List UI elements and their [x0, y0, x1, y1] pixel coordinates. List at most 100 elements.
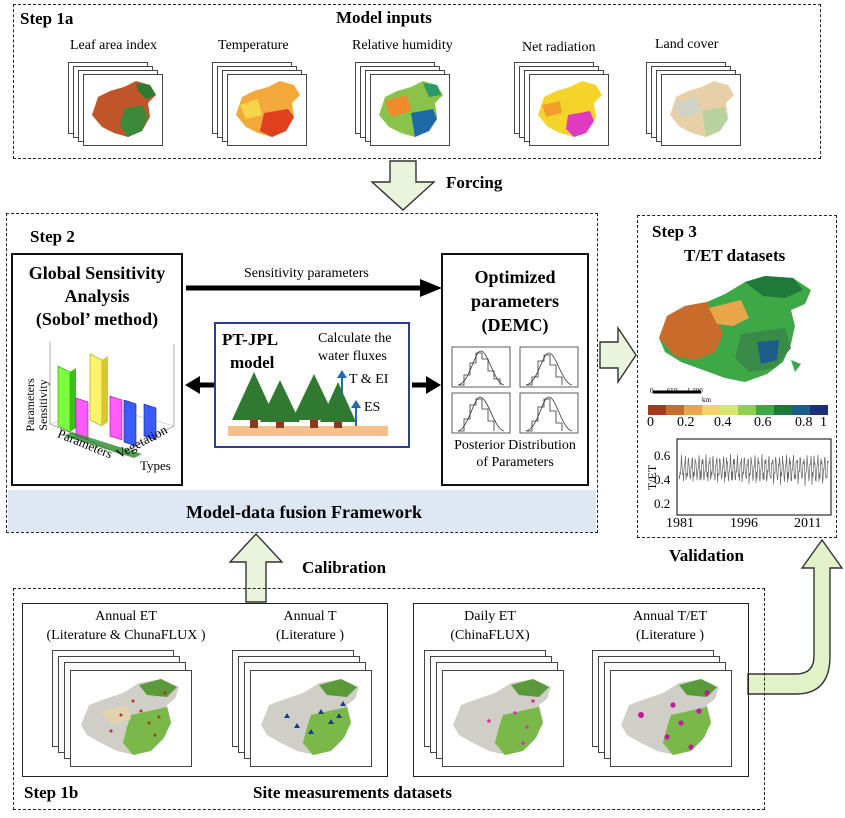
- input-stack-lai: [68, 62, 168, 146]
- sensitivity-parameters-label: Sensitivity parameters: [244, 266, 369, 281]
- tet-timeseries: [676, 438, 832, 516]
- posterior-label-2: of Parameters: [476, 455, 554, 470]
- dataset-annual-t-line1: Annual T: [283, 609, 337, 624]
- input-label-landcover: Land cover: [655, 37, 719, 52]
- step1a-panel: [13, 4, 821, 159]
- ts-ytick-06: 0.6: [654, 448, 671, 463]
- scale-unit: km: [702, 396, 711, 404]
- input-label-rn: Net radiation: [522, 40, 596, 55]
- gsa-title-1: Global Sensitivity: [28, 263, 166, 283]
- colorbar-tick-1: 1: [820, 415, 827, 430]
- framework-band: [8, 490, 596, 532]
- colorbar-tick-08: 0.8: [795, 415, 813, 430]
- ts-ytick-02: 0.2: [654, 496, 671, 511]
- ptjpl-title-1: PT-JPL: [222, 330, 279, 349]
- site-map-annual-tet: [621, 679, 719, 755]
- input-stack-rh: [355, 62, 455, 146]
- ptjpl-to-opt-arrow: [412, 376, 441, 394]
- ptjpl-es-label: ES: [364, 400, 381, 415]
- dataset-annual-tet-line1: Annual T/ET: [632, 609, 707, 624]
- gsa-title-3: (Sobol’ method): [35, 309, 159, 329]
- rh-map: [379, 81, 443, 137]
- posterior-distribution-histograms: [451, 346, 579, 434]
- ptjpl-to-gsa-arrow: [185, 376, 214, 394]
- ptjpl-desc-1: Calculate the: [318, 331, 392, 346]
- colorbar-tick-06: 0.6: [754, 415, 772, 430]
- step3-panel: [637, 215, 837, 538]
- site-map-annual-et: [81, 679, 179, 755]
- ptjpl-desc-2: water fluxes: [318, 349, 387, 364]
- ptjpl-trees-illustration: [228, 370, 388, 436]
- sensitivity-arrow: [186, 279, 442, 297]
- calibration-label: Calibration: [302, 558, 387, 577]
- tet-colorbar: [648, 405, 828, 415]
- calibration-arrow: [228, 532, 284, 603]
- dataset-daily-et-line1: Daily ET: [464, 609, 516, 624]
- ts-ytick-04: 0.4: [654, 472, 671, 487]
- validation-arrow: [747, 538, 844, 695]
- opt-title-2: parameters: [471, 291, 559, 311]
- step3-label: Step 3: [652, 222, 697, 241]
- colorbar-segment: [720, 405, 739, 415]
- ptjpl-t-ei-label: T & EI: [349, 372, 389, 387]
- scale-tick-0: 0: [650, 387, 654, 395]
- colorbar-tick-04: 0.4: [714, 415, 732, 430]
- input-label-lai: Leaf area index: [70, 38, 158, 53]
- site-stack-daily-et: [424, 650, 564, 770]
- optimized-parameters-box: [441, 253, 589, 486]
- step1b-label: Step 1b: [24, 783, 79, 802]
- model-inputs-title: Model inputs: [336, 8, 432, 27]
- step2-label: Step 2: [30, 227, 75, 246]
- site-measurements-title: Site measurements datasets: [253, 783, 452, 802]
- tet-datasets-title: T/ET datasets: [684, 246, 786, 265]
- step2-to-step3-arrow: [599, 326, 637, 384]
- temperature-map: [236, 81, 300, 137]
- input-stack-temperature: [212, 62, 312, 146]
- input-stack-landcover: [646, 62, 746, 146]
- colorbar-tick-02: 0.2: [677, 415, 695, 430]
- site-stack-annual-et: [52, 650, 192, 770]
- step1b-panel: [13, 588, 765, 810]
- lai-map: [92, 81, 156, 137]
- ts-xtick-2011: 2011: [794, 516, 822, 531]
- forcing-arrow: [370, 160, 436, 211]
- dataset-annual-et-line1: Annual ET: [95, 609, 157, 624]
- gsa-3d-bar-chart: [49, 342, 175, 458]
- site-group-right: [413, 603, 749, 777]
- site-map-annual-t: [261, 679, 359, 755]
- posterior-label-1: Posterior Distribution: [454, 438, 576, 453]
- site-stack-annual-tet: [592, 650, 732, 770]
- step2-panel: [6, 213, 598, 533]
- dataset-annual-t-line2: (Literature ): [275, 628, 344, 643]
- rn-map: [538, 81, 602, 137]
- opt-title-3: (DEMC): [481, 315, 549, 335]
- ptjpl-title-2: model: [230, 353, 275, 372]
- site-map-daily-et: [453, 679, 551, 755]
- gsa-y2-axis-label: Types: [140, 458, 171, 473]
- input-label-temperature: Temperature: [218, 38, 289, 53]
- dataset-annual-et-line2: (Literature & ChunaFLUX ): [46, 628, 206, 643]
- colorbar-segment: [666, 405, 685, 415]
- site-stack-annual-t: [232, 650, 372, 770]
- gsa-z-axis-label: Parameters Sensitivity: [23, 378, 50, 432]
- input-stack-rn: [514, 62, 614, 146]
- ts-xtick-1981: 1981: [666, 516, 694, 531]
- colorbar-segment: [648, 405, 667, 415]
- scale-tick-1300: 1,300: [687, 387, 703, 395]
- step1a-label: Step 1a: [20, 9, 74, 28]
- site-group-left: [22, 603, 388, 777]
- ts-xtick-1996: 1996: [730, 516, 758, 531]
- colorbar-segment: [774, 405, 793, 415]
- dataset-daily-et-line2: (ChinaFLUX): [450, 628, 530, 643]
- colorbar-segment: [792, 405, 811, 415]
- dataset-annual-tet-line2: (Literature ): [635, 628, 704, 643]
- framework-label: Model-data fusion Framework: [186, 502, 422, 522]
- opt-title-1: Optimized: [474, 267, 556, 287]
- landcover-map: [670, 81, 734, 137]
- colorbar-segment: [756, 405, 775, 415]
- colorbar-segment: [702, 405, 721, 415]
- validation-label: Validation: [669, 546, 744, 565]
- forcing-label: Forcing: [446, 173, 503, 192]
- input-label-rh: Relative humidity: [352, 38, 453, 53]
- gsa-title-2: Analysis: [64, 286, 130, 306]
